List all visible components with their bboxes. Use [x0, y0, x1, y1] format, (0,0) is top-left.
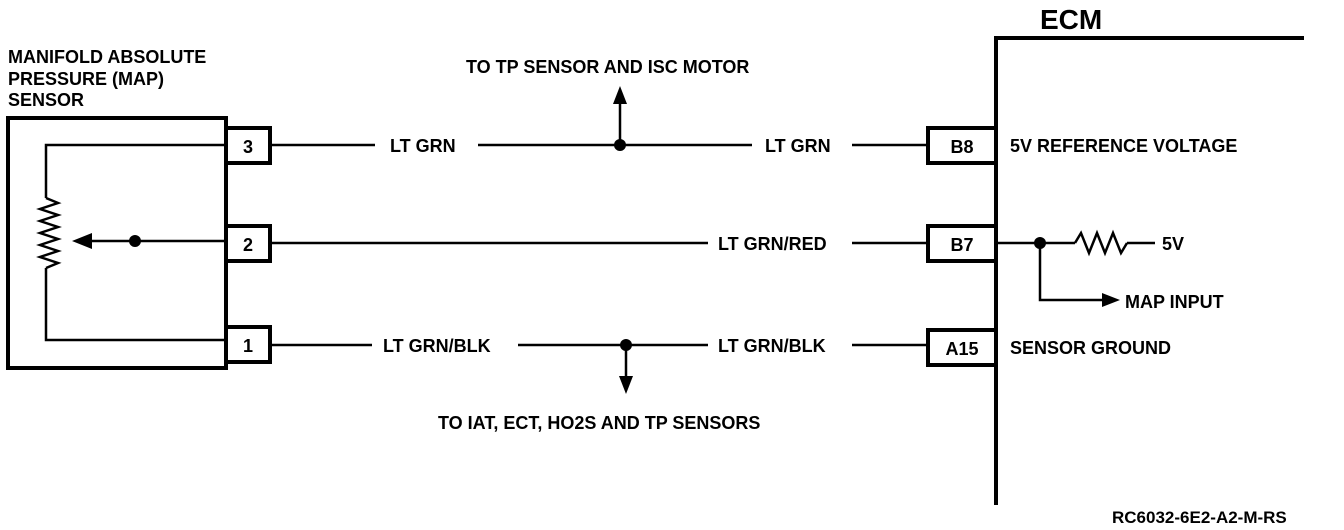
ecm-boundary — [994, 36, 1304, 505]
wire-signal-label: LT GRN/RED — [718, 234, 827, 254]
sensor-pin-2: 2 — [224, 224, 272, 263]
sensor-pin-1: 1 — [224, 325, 272, 364]
sensor-title-line3: SENSOR — [8, 90, 84, 110]
ecm-title: ECM — [1040, 4, 1102, 35]
down-arrow-icon — [619, 376, 633, 394]
svg-text:A15: A15 — [945, 339, 978, 359]
sensor-pin-3: 3 — [224, 126, 272, 165]
ecm-pin-a15: A15 — [926, 328, 998, 367]
svg-text:B8: B8 — [950, 137, 973, 157]
pullup-voltage-label: 5V — [1162, 234, 1184, 254]
svg-text:B7: B7 — [950, 235, 973, 255]
ecm-a15-function: SENSOR GROUND — [1010, 338, 1171, 358]
map-input-arrow-icon — [1102, 293, 1120, 307]
svg-text:3: 3 — [243, 137, 253, 157]
wire-ground-right-label: LT GRN/BLK — [718, 336, 826, 356]
map-input-label: MAP INPUT — [1125, 292, 1224, 312]
figure-code: RC6032-6E2-A2-M-RS — [1112, 508, 1287, 527]
ground-branch-label: TO IAT, ECT, HO2S AND TP SENSORS — [438, 413, 760, 433]
ecm-b8-function: 5V REFERENCE VOLTAGE — [1010, 136, 1237, 156]
sensor-title-line1: MANIFOLD ABSOLUTE — [8, 47, 206, 67]
ecm-pin-b8: B8 — [926, 126, 998, 165]
potentiometer-icon — [36, 143, 226, 342]
wire-ref-right-label: LT GRN — [765, 136, 831, 156]
wire-ref-left-label: LT GRN — [390, 136, 456, 156]
sensor-junction-dot — [129, 235, 141, 247]
ref-branch-label: TO TP SENSOR AND ISC MOTOR — [466, 57, 749, 77]
wire-5v-reference — [270, 86, 928, 151]
map-sensor-body — [6, 116, 228, 370]
wire-sensor-ground — [270, 339, 928, 394]
ecm-pullup-circuit — [996, 229, 1155, 307]
svg-text:2: 2 — [243, 235, 253, 255]
sensor-title-line2: PRESSURE (MAP) — [8, 69, 164, 89]
ecm-pin-b7: B7 — [926, 224, 998, 263]
svg-text:1: 1 — [243, 336, 253, 356]
wire-ground-left-label: LT GRN/BLK — [383, 336, 491, 356]
up-arrow-icon — [613, 86, 627, 104]
